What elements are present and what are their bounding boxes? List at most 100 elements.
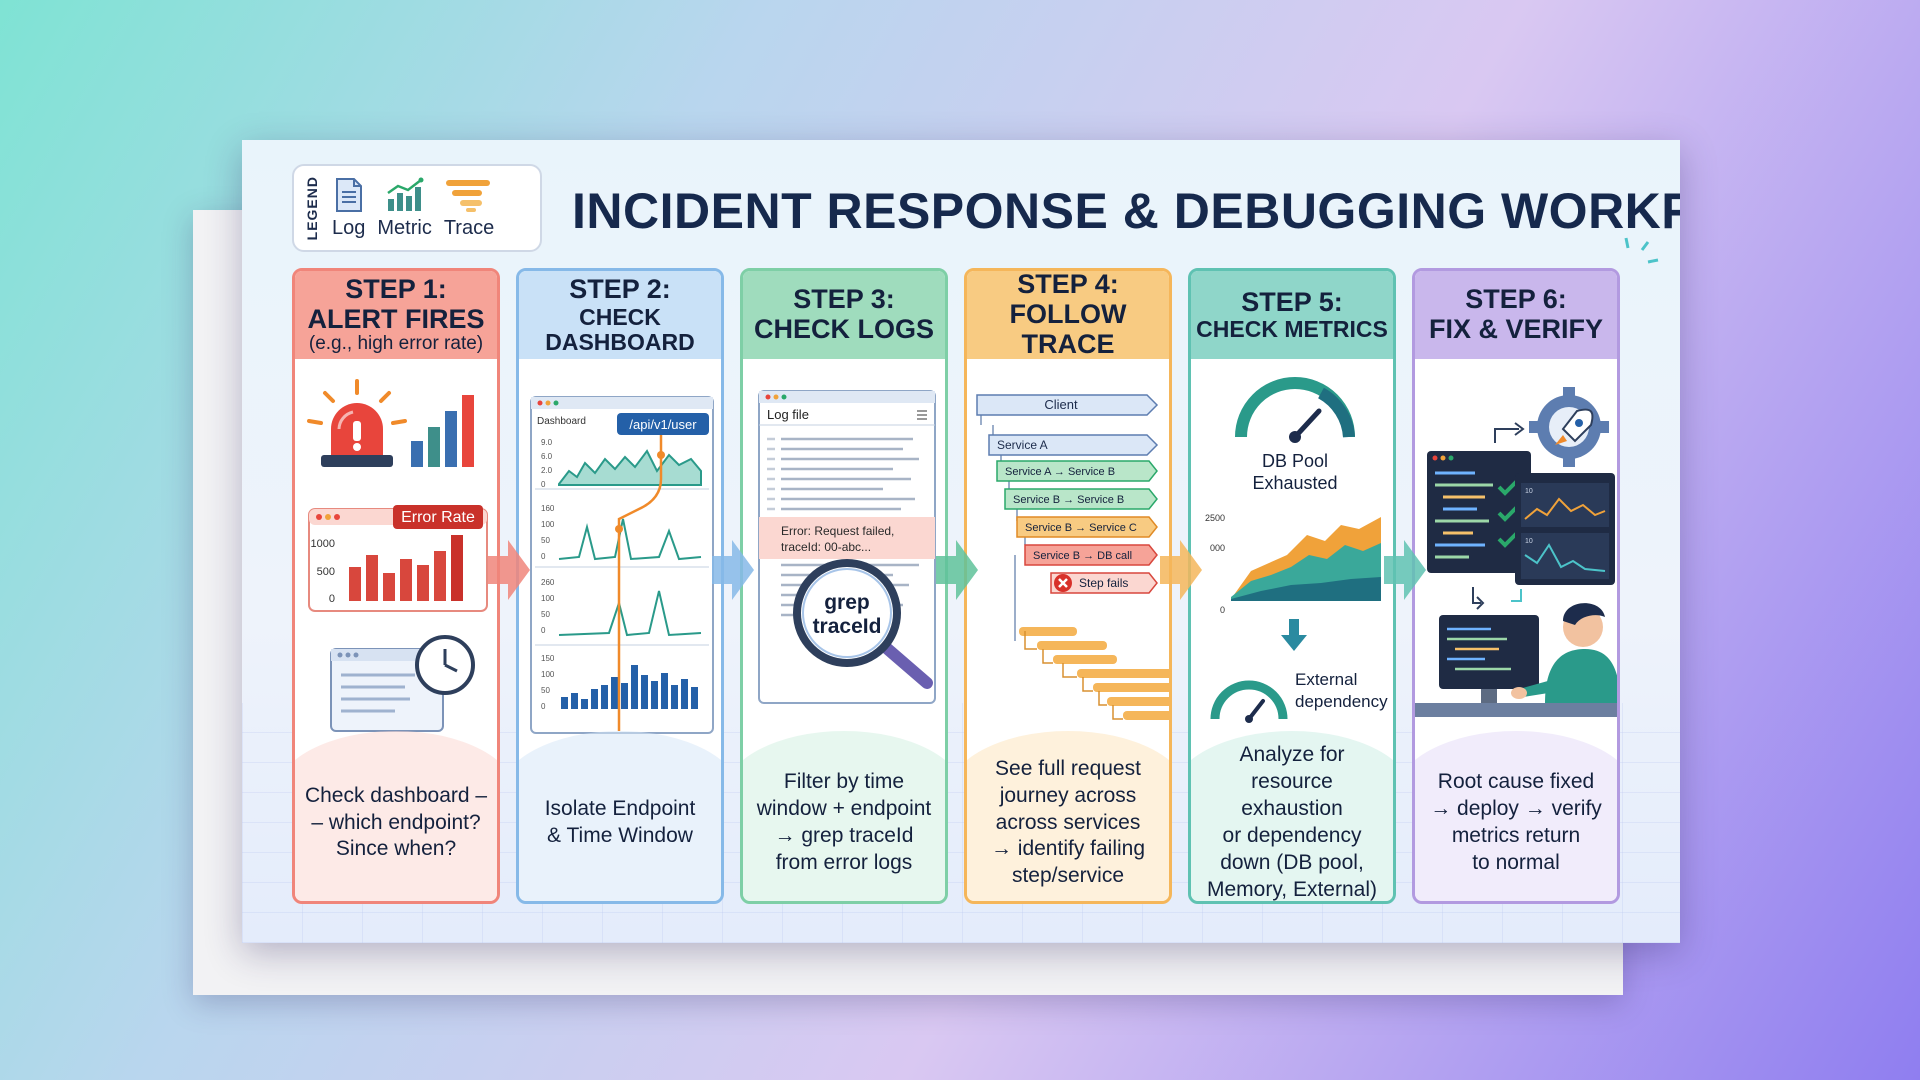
svg-text:9.0: 9.0: [541, 438, 553, 447]
step-1-description-area: Check dashboard – – which endpoint? Sinc…: [295, 731, 497, 901]
step-3-card: STEP 3: CHECK LOGS Log file: [740, 268, 948, 904]
svg-text:2.0: 2.0: [541, 466, 553, 475]
step-4-heading: STEP 4:: [1017, 269, 1119, 300]
resource-area-chart: 2500 000 0: [1205, 513, 1381, 615]
timeline-clock-icon: [330, 635, 475, 732]
db-pool-gauge-icon: [1235, 377, 1355, 443]
svg-text:0: 0: [1220, 605, 1225, 615]
check-marks: [1497, 479, 1519, 548]
svg-text:50: 50: [541, 686, 550, 695]
step-5-description: Analyze for resource exhaustion or depen…: [1207, 743, 1377, 901]
step-1-header: STEP 1: ALERT FIRES (e.g., high error ra…: [295, 271, 497, 359]
dashboard-illustration: Dashboard /api/v1/user 9.0 6.0 2.0 0 160…: [530, 396, 714, 734]
time-cursor-line: [617, 435, 663, 731]
svg-text:2500: 2500: [1205, 513, 1225, 523]
svg-text:0: 0: [541, 480, 546, 489]
svg-text:Client: Client: [1044, 397, 1078, 412]
svg-text:10: 10: [1525, 488, 1533, 495]
trace-span-b-to-c: Service B → Service C: [1016, 516, 1158, 538]
sparkle-decoration: [1624, 237, 1659, 264]
flow-arrow-5-6: [1384, 540, 1426, 600]
legend-box: LEGEND Log Metric: [292, 164, 542, 252]
error-rate-tick: 500: [317, 566, 335, 578]
svg-text:50: 50: [541, 536, 550, 545]
trace-waterfall-illustration: Client Service A Service A → Service B S…: [976, 394, 1169, 720]
step-4-description: See full request journey across across s…: [990, 756, 1146, 888]
metric-chart-icon: [386, 177, 424, 211]
svg-text:100: 100: [541, 594, 555, 603]
step-6-description: Root cause fixed → deploy → verify metri…: [1430, 770, 1602, 874]
step-4-name: FOLLOW TRACE: [1009, 299, 1127, 359]
trace-span-b-to-b: Service B → Service B: [1004, 488, 1158, 510]
svg-text:Service B → DB call: Service B → DB call: [1033, 550, 1132, 562]
poster-title: INCIDENT RESPONSE & DEBUGGING WORKFLOW: [572, 183, 1680, 239]
step-5-heading: STEP 5:: [1241, 286, 1343, 317]
fix-verify-illustration: 10 10: [1415, 387, 1617, 717]
svg-text:0: 0: [541, 552, 546, 561]
trace-span-db-call: Service B → DB call: [1024, 544, 1158, 566]
gauge-label-2: Exhausted: [1252, 473, 1337, 493]
legend-item-metric: Metric: [377, 177, 432, 240]
step-4-body: Client Service A Service A → Service B S…: [967, 359, 1169, 901]
legend-label-metric: Metric: [377, 216, 432, 239]
trace-gantt-bars: [1019, 627, 1169, 720]
dashboard-window-title: Dashboard: [537, 416, 586, 427]
svg-text:0: 0: [541, 702, 546, 711]
developer-at-desk-icon: [1415, 603, 1617, 717]
flow-arrow-2-3: [712, 540, 754, 600]
legend-label-trace: Trace: [443, 216, 495, 239]
dashboard-panel-2: 160 100 50 0: [535, 504, 709, 568]
step-5-desc-background: [1191, 731, 1393, 901]
trace-span-a-to-b: Service A → Service B: [996, 460, 1158, 482]
step-3-description: Filter by time window + endpoint → grep …: [756, 770, 932, 874]
error-log-highlight: [759, 517, 935, 559]
step-2-description-area: Isolate Endpoint & Time Window: [519, 731, 721, 901]
lens-text-1: grep: [824, 591, 870, 614]
flow-arrow-4-5: [1160, 540, 1202, 600]
step-4-card: STEP 4: FOLLOW TRACE Client Service A Se…: [964, 268, 1172, 904]
step-1-body: Error Rate 1000 500 0: [295, 359, 497, 901]
code-window-icon: [1427, 451, 1531, 573]
step-3-heading: STEP 3:: [793, 284, 895, 315]
step-5-body: DB Pool Exhausted 2500 000 0: [1191, 359, 1393, 901]
legend-label-log: Log: [332, 216, 366, 239]
trace-span-step-fails: Step fails: [1050, 572, 1158, 594]
step-6-heading: STEP 6:: [1465, 284, 1567, 315]
rising-bars-icon: [411, 395, 474, 467]
svg-text:160: 160: [541, 504, 555, 513]
svg-text:000: 000: [1210, 543, 1225, 553]
metrics-illustration: DB Pool Exhausted 2500 000 0: [1205, 377, 1388, 723]
gauge-label-1: DB Pool: [1262, 451, 1328, 471]
trace-bars-icon: [446, 179, 491, 212]
step-1-heading: STEP 1:: [345, 273, 447, 304]
step-4-header: STEP 4: FOLLOW TRACE: [967, 271, 1169, 359]
log-document-icon: [335, 177, 362, 212]
metric-charts-window: 10 10: [1515, 473, 1615, 585]
svg-text:Service A → Service B: Service A → Service B: [1005, 466, 1115, 478]
step-3-name: CHECK LOGS: [753, 314, 934, 344]
svg-text:260: 260: [541, 578, 555, 587]
svg-text:100: 100: [541, 520, 555, 529]
dashboard-panel-1: 9.0 6.0 2.0 0: [535, 438, 709, 490]
error-rate-badge: Error Rate: [401, 509, 475, 526]
flow-arrow-3-4: [936, 540, 978, 600]
step-1-card: STEP 1: ALERT FIRES (e.g., high error ra…: [292, 268, 500, 904]
svg-text:Step fails: Step fails: [1079, 576, 1128, 590]
step-3-description-area: Filter by time window + endpoint → grep …: [743, 731, 945, 901]
step-4-desc-background: [967, 731, 1169, 901]
endpoint-badge: /api/v1/user: [629, 417, 697, 432]
dashboard-panel-4: 150 100 50 0: [541, 654, 698, 711]
external-label-1: External: [1295, 670, 1357, 689]
dashboard-panel-3: 260 100 50 0: [535, 578, 709, 646]
step-2-card: STEP 2: CHECK DASHBOARD Dashboard /api/v…: [516, 268, 724, 904]
step-6-header: STEP 6: FIX & VERIFY: [1415, 271, 1617, 359]
step-6-name: FIX & VERIFY: [1428, 314, 1604, 344]
alert-siren-illustration: Error Rate 1000 500 0: [307, 379, 488, 732]
step-2-header: STEP 2: CHECK DASHBOARD: [519, 271, 721, 359]
trace-span-service-a: Service A: [988, 434, 1159, 456]
step-2-desc-background: [519, 731, 721, 901]
external-label-2: dependency: [1295, 692, 1388, 711]
svg-text:10: 10: [1525, 538, 1533, 545]
svg-text:Service A: Service A: [997, 438, 1048, 452]
log-window-title: Log file: [767, 407, 809, 422]
